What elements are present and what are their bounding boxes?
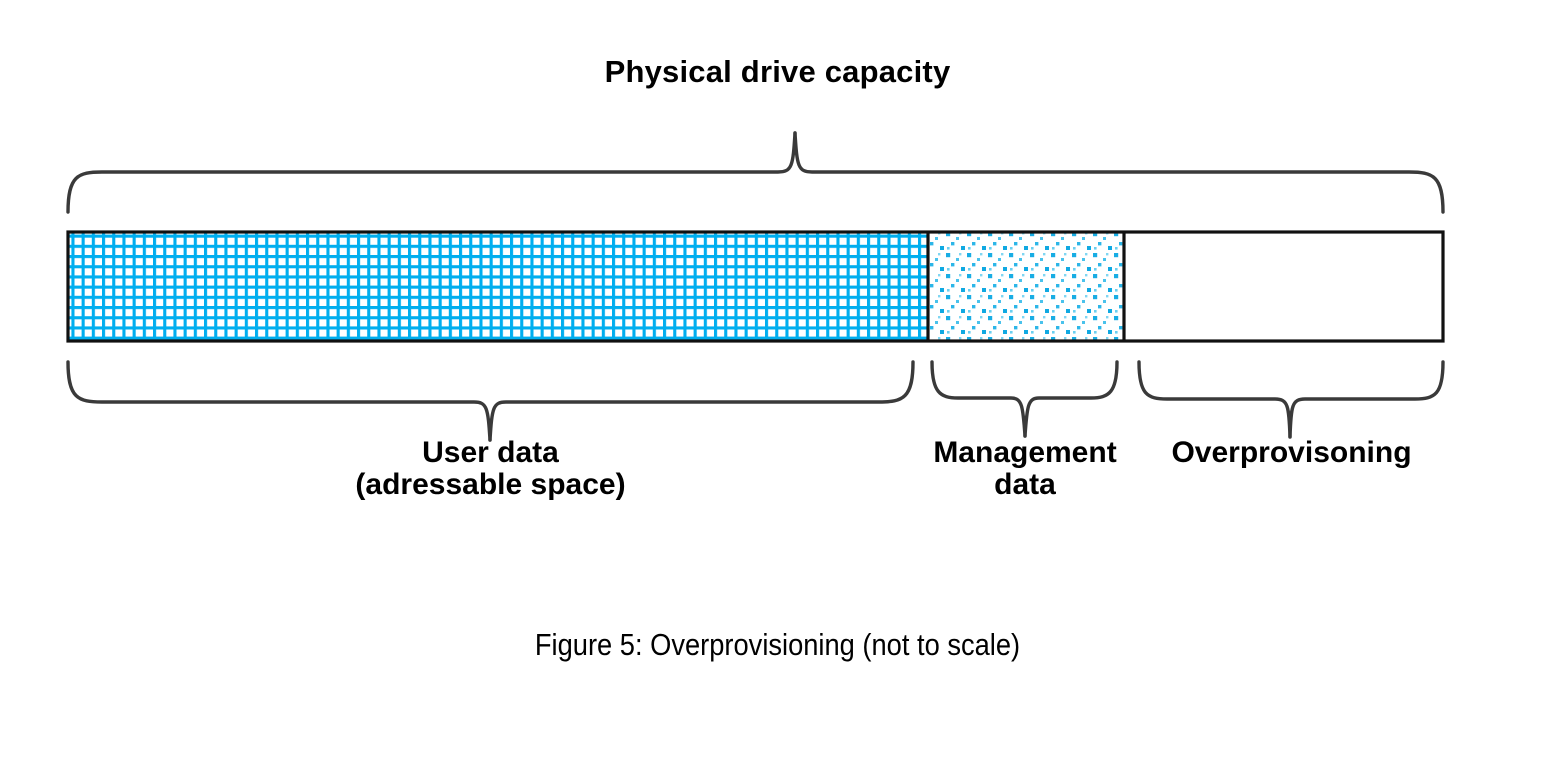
label-user-data-line1: User data (422, 436, 559, 469)
label-overprovisioning: Overprovisoning (1171, 436, 1412, 469)
segment-user-data (68, 232, 928, 341)
label-management-data-line1: Management (933, 436, 1117, 469)
segment-management-data (928, 232, 1124, 341)
brace-physical-drive-capacity (66, 131, 1445, 214)
label-management-data-line2: data (994, 468, 1056, 502)
segment-overprovisioning (1124, 232, 1443, 341)
label-user-data-line2: (adressable space) (355, 468, 626, 502)
brace-management-data (930, 360, 1119, 438)
figure-caption: Figure 5: Overprovisioning (not to scale… (534, 627, 1021, 662)
page-title: Physical drive capacity (604, 54, 951, 89)
brace-user-data (66, 360, 915, 442)
label-user-data: User data(adressable space) (68, 436, 913, 502)
bar-outline (66, 230, 1445, 343)
brace-overprovisioning (1137, 360, 1445, 439)
